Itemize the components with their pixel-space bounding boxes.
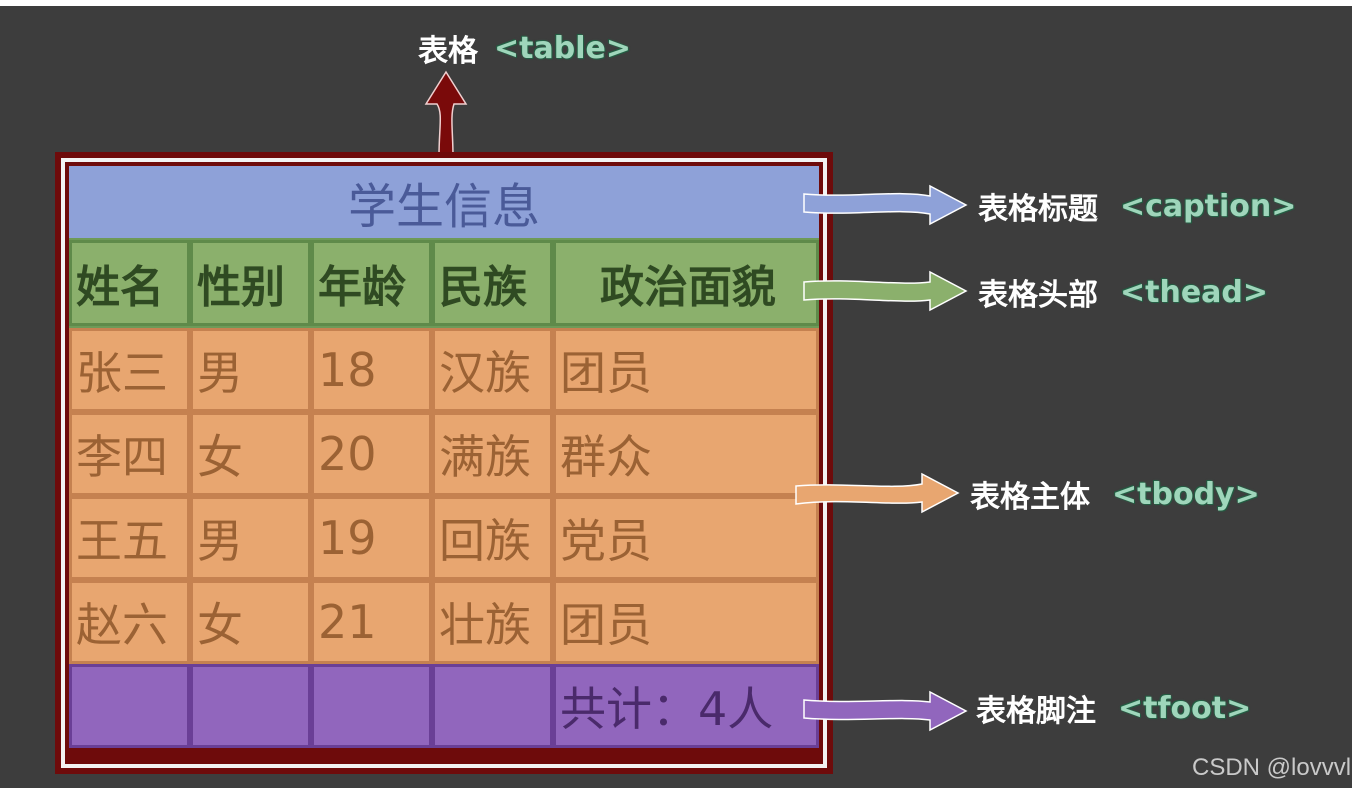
thead-label: 表格头部 <thead> [978,270,1268,314]
table-row: 赵六 女 21 壮族 团员 [69,580,819,664]
body-cell: 赵六 [69,580,190,664]
diagram-canvas: 表格 <table> 学生信息 姓名 性别 年龄 民族 政治面貌 张三 [0,6,1352,788]
caption-tag: <caption> [1120,188,1297,224]
tfoot-arrow-icon [803,690,968,732]
thead-arrow-icon [803,270,968,312]
body-cell: 团员 [553,580,819,664]
foot-cell [69,664,190,748]
table-arrow-icon [424,70,468,157]
foot-cell [432,664,553,748]
table-caption: 学生信息 [69,166,819,238]
table-row: 李四 女 20 满族 群众 [69,412,819,496]
head-cell: 年龄 [311,240,432,326]
watermark: CSDN @lovvvl [1192,754,1352,781]
table-illustration: 学生信息 姓名 性别 年龄 民族 政治面貌 张三 男 18 汉族 团员 [55,152,833,774]
head-cell: 政治面貌 [553,240,819,326]
head-cell: 民族 [432,240,553,326]
tfoot-tag: <tfoot> [1118,690,1252,726]
body-cell: 李四 [69,412,190,496]
body-cell: 男 [190,496,311,580]
table-row: 王五 男 19 回族 党员 [69,496,819,580]
body-cell: 王五 [69,496,190,580]
foot-cell [190,664,311,748]
body-cell: 汉族 [432,328,553,412]
body-cell: 20 [311,412,432,496]
body-cell: 19 [311,496,432,580]
table-tag: <table> [494,30,631,66]
table-label: 表格 <table> [418,26,631,70]
body-cell: 党员 [553,496,819,580]
head-cell: 姓名 [69,240,190,326]
foot-cell [311,664,432,748]
body-cell: 男 [190,328,311,412]
table-foot-row: 共计：4人 [69,664,819,748]
table-row: 张三 男 18 汉族 团员 [69,328,819,412]
body-cell: 满族 [432,412,553,496]
foot-cell: 共计：4人 [553,664,819,748]
caption-label-text: 表格标题 [978,192,1098,227]
tfoot-label-text: 表格脚注 [976,694,1096,729]
head-cell: 性别 [190,240,311,326]
body-cell: 女 [190,580,311,664]
body-cell: 回族 [432,496,553,580]
body-cell: 团员 [553,328,819,412]
tbody-tag: <tbody> [1112,476,1260,512]
body-cell: 18 [311,328,432,412]
table-head-row: 姓名 性别 年龄 民族 政治面貌 [69,238,819,328]
body-cell: 女 [190,412,311,496]
thead-label-text: 表格头部 [978,278,1098,313]
caption-label: 表格标题 <caption> [978,184,1296,228]
caption-text: 学生信息 [347,179,540,235]
thead-tag: <thead> [1120,274,1269,310]
caption-arrow-icon [803,184,968,226]
body-cell: 群众 [553,412,819,496]
body-cell: 21 [311,580,432,664]
tbody-label: 表格主体 <tbody> [970,472,1260,516]
tbody-label-text: 表格主体 [970,480,1090,515]
tfoot-label: 表格脚注 <tfoot> [976,686,1251,730]
body-cell: 壮族 [432,580,553,664]
tbody-arrow-icon [795,472,960,514]
body-cell: 张三 [69,328,190,412]
table-label-text: 表格 [418,34,478,69]
